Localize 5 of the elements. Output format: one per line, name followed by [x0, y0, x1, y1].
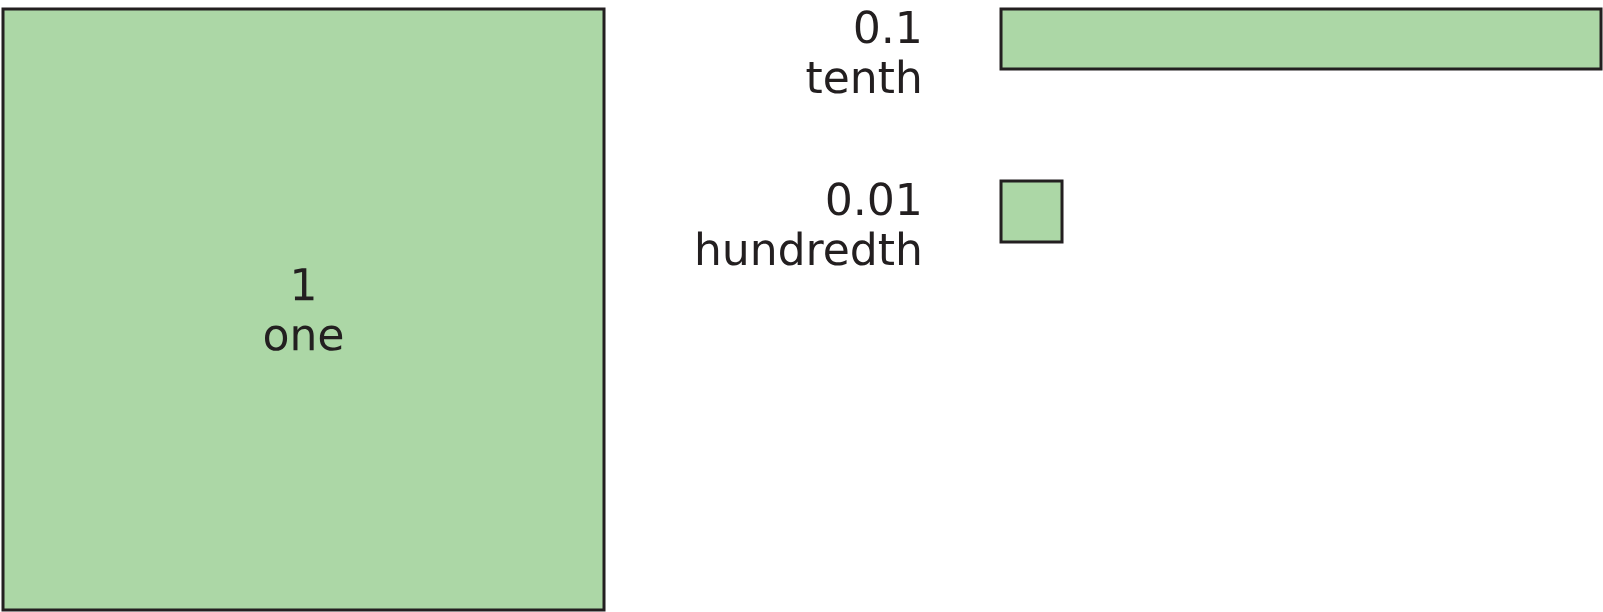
place-name-label: hundredth — [697, 231, 920, 266]
decimal-label: 0.01 — [827, 182, 919, 216]
decimal-label: 0.1 — [855, 10, 919, 44]
large-square: 1 one — [1, 7, 606, 612]
place-name-label: tenth — [806, 59, 920, 94]
